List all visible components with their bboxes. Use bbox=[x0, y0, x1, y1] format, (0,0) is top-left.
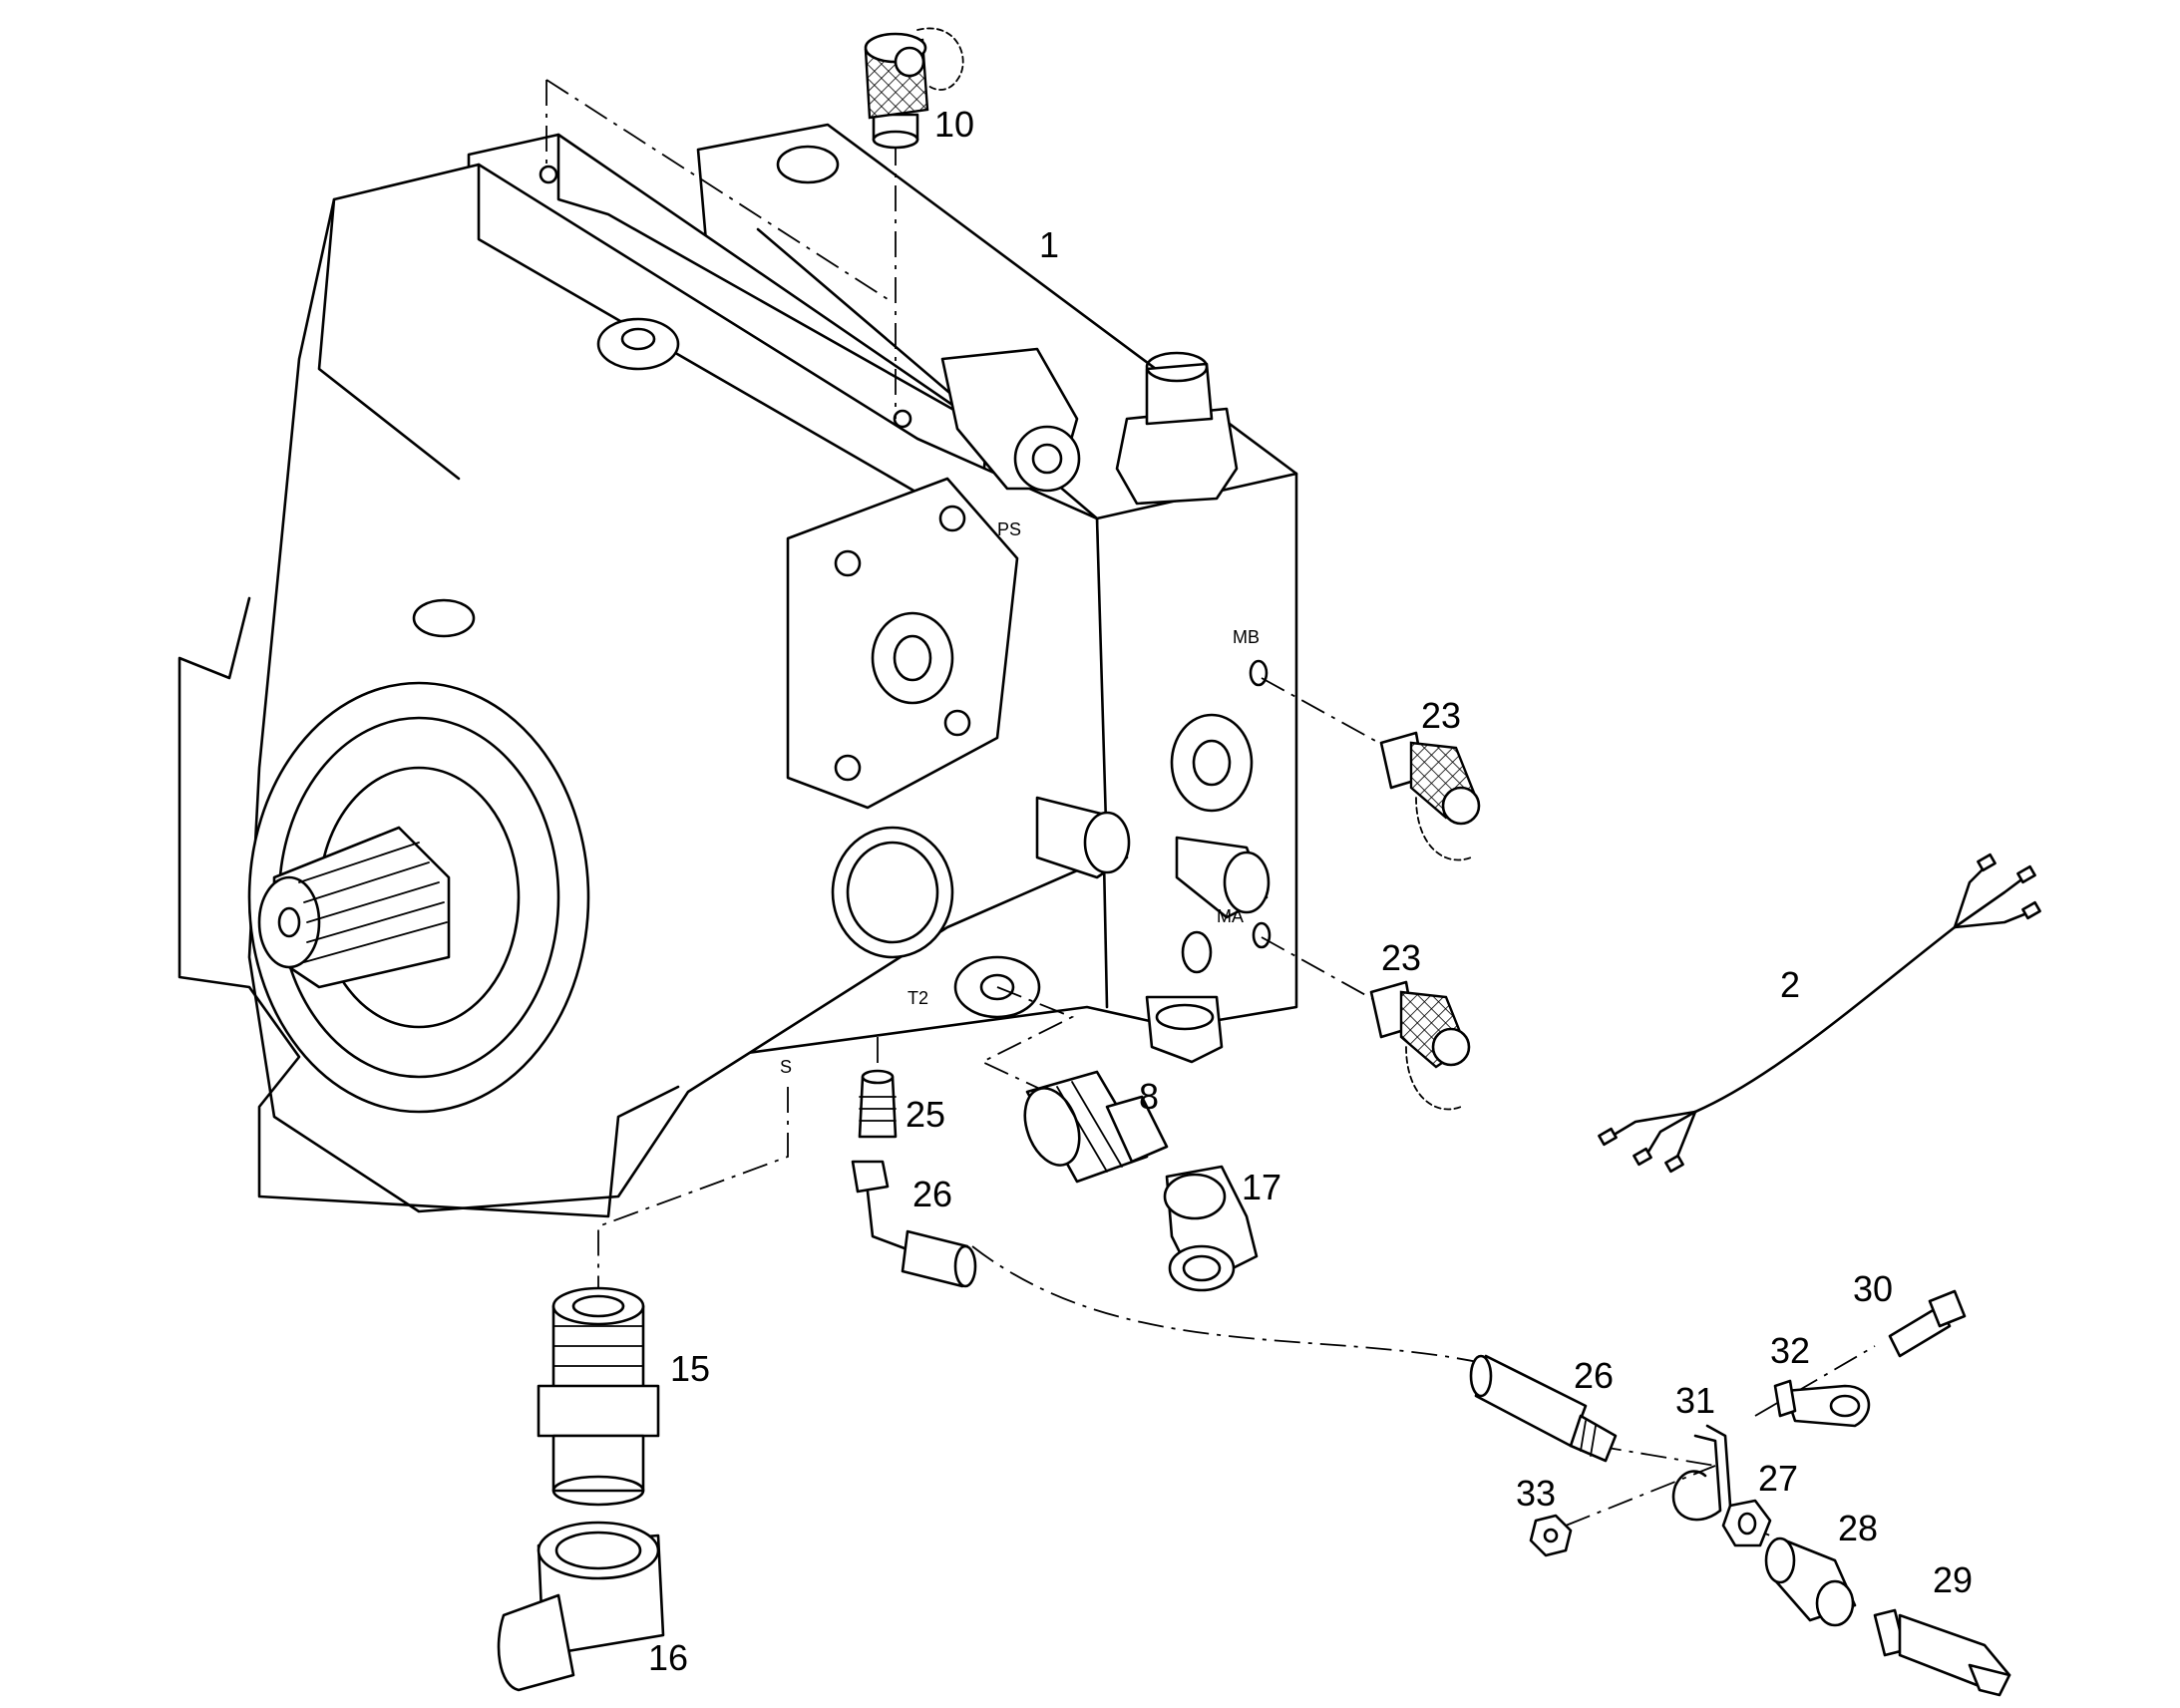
callout-23-lower: 23 bbox=[1381, 937, 1421, 978]
callout-15: 15 bbox=[670, 1348, 710, 1389]
callout-17: 17 bbox=[1242, 1167, 1281, 1207]
part-26-hose-upper bbox=[851, 1160, 977, 1288]
part-8-connector bbox=[1023, 1070, 1169, 1184]
part-17-elbow bbox=[1163, 1165, 1259, 1292]
callout-31: 31 bbox=[1675, 1380, 1715, 1421]
callout-23-upper: 23 bbox=[1421, 695, 1461, 736]
port-label-s: S bbox=[780, 1057, 792, 1077]
part-23-upper-fitting bbox=[1379, 731, 1481, 861]
part-2-wiring-harness bbox=[1598, 853, 2041, 1174]
part-31-clamp bbox=[1671, 1424, 1732, 1522]
pressure-cap bbox=[1115, 351, 1239, 506]
callout-16: 16 bbox=[648, 1637, 688, 1678]
port-label-mb: MB bbox=[1233, 627, 1260, 647]
callout-26-upper: 26 bbox=[912, 1174, 952, 1214]
part-32-clamp-half bbox=[1773, 1379, 1871, 1428]
part-33-nut bbox=[1529, 1514, 1573, 1557]
port-label-ps: PS bbox=[997, 519, 1021, 539]
callout-10: 10 bbox=[934, 104, 974, 145]
callout-32: 32 bbox=[1770, 1330, 1810, 1371]
pump-body bbox=[178, 123, 1298, 1218]
callout-27: 27 bbox=[1758, 1458, 1798, 1499]
callout-29: 29 bbox=[1933, 1559, 1973, 1600]
part-15-adapter bbox=[537, 1286, 660, 1507]
part-28-sleeve bbox=[1764, 1537, 1857, 1627]
port-label-t2: T2 bbox=[908, 988, 928, 1008]
part-27-nut bbox=[1721, 1499, 1772, 1547]
part-23-lower-fitting bbox=[1369, 980, 1471, 1111]
callout-28: 28 bbox=[1838, 1508, 1878, 1548]
part-29-sensor bbox=[1873, 1608, 2011, 1697]
part-26-hose-lower bbox=[1469, 1354, 1618, 1463]
callout-labels: 1 10 23 23 2 8 25 26 17 15 16 30 32 26 3… bbox=[648, 104, 1973, 1678]
callout-2: 2 bbox=[1780, 964, 1800, 1005]
solenoid-valve bbox=[940, 347, 1081, 493]
part-10-fitting bbox=[864, 27, 964, 150]
callout-1: 1 bbox=[1039, 224, 1059, 265]
part-30-bolt bbox=[1888, 1289, 1967, 1358]
callout-33: 33 bbox=[1516, 1473, 1556, 1514]
part-16-elbow bbox=[497, 1521, 665, 1692]
callout-8: 8 bbox=[1139, 1076, 1159, 1117]
callout-26-lower: 26 bbox=[1574, 1355, 1614, 1396]
callout-30: 30 bbox=[1853, 1268, 1893, 1309]
port-label-ma: MA bbox=[1217, 906, 1244, 926]
part-25-nipple bbox=[858, 1069, 898, 1139]
callout-25: 25 bbox=[906, 1094, 945, 1135]
splined-shaft bbox=[257, 826, 451, 989]
